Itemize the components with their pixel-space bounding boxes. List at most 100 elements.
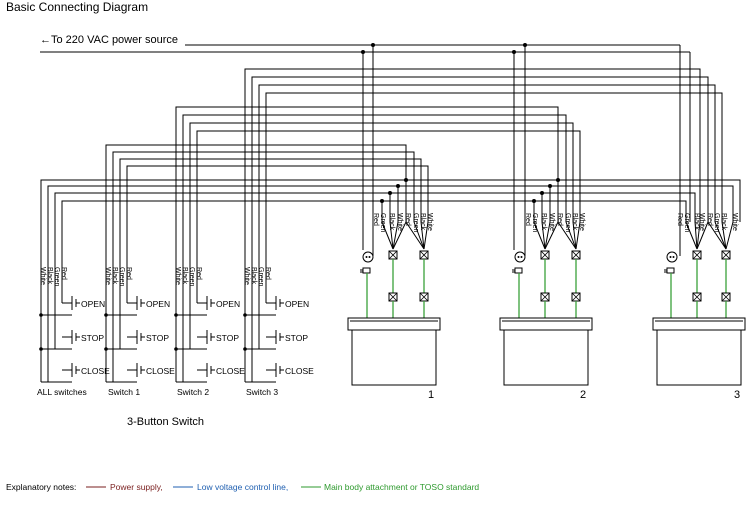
connector-wire-label: Green	[683, 213, 690, 233]
switch-label-all: ALL switches	[37, 387, 87, 397]
button-label-open: OPEN	[216, 299, 240, 309]
switch-wire-label: White	[104, 267, 111, 285]
terminal-box	[419, 250, 429, 260]
connector-wire-label: Green	[379, 213, 386, 233]
plug-socket-icon	[514, 251, 526, 263]
plug-icon	[664, 267, 675, 274]
button-label-stop: STOP	[146, 333, 169, 343]
terminal-box	[692, 292, 702, 302]
connector-wire-label: Red	[372, 213, 379, 226]
connector-wire-label: Green	[713, 213, 720, 233]
switch-wire-label: Green	[118, 267, 125, 287]
switch-wire-label: Red	[264, 267, 271, 280]
connector-wire-label: White	[426, 213, 433, 231]
wire-bundle	[40, 68, 741, 266]
switch-wire-label: White	[243, 267, 250, 285]
switch-wire-label: Red	[125, 267, 132, 280]
power-bus-lines	[40, 43, 691, 256]
connector-wire-label: Black	[388, 213, 395, 231]
diagram-title: Basic Connecting Diagram	[6, 0, 148, 14]
switch-label-1: Switch 1	[108, 387, 140, 397]
motor-unit-3	[652, 317, 746, 386]
button-label-close: CLOSE	[216, 366, 245, 376]
terminal-box	[388, 292, 398, 302]
legend-body-label: Main body attachment or TOSO standard	[324, 482, 479, 492]
connector-wire-label: Red	[706, 213, 713, 226]
legend-power-label: Power supply,	[110, 482, 163, 492]
switch-wire-label: Red	[60, 267, 67, 280]
terminal-box	[721, 250, 731, 260]
switch-wire-label: Black	[111, 267, 118, 285]
switch-wire-label: Red	[195, 267, 202, 280]
switch-label-2: Switch 2	[177, 387, 209, 397]
terminal-box	[571, 292, 581, 302]
unit-number-3: 3	[734, 389, 740, 401]
button-label-close: CLOSE	[285, 366, 314, 376]
switch-wire-label: Green	[53, 267, 60, 287]
connector-wire-label: Green	[531, 213, 538, 233]
button-label-stop: STOP	[81, 333, 104, 343]
connector-wire-label: Red	[404, 213, 411, 226]
connector-wire-label: Green	[412, 213, 419, 233]
switch-wire-label: White	[174, 267, 181, 285]
connector-wire-label: Green	[564, 213, 571, 233]
legend: Explanatory notes: Power supply, Low vol…	[6, 482, 479, 492]
connector-wire-label: Black	[571, 213, 578, 231]
switch-wire-label: Black	[181, 267, 188, 285]
connector-wire-label: Red	[556, 213, 563, 226]
button-label-stop: STOP	[285, 333, 308, 343]
unit-number-2: 2	[580, 389, 586, 401]
plug-icon	[360, 267, 371, 274]
connector-wire-label: Black	[540, 213, 547, 231]
terminal-box	[388, 250, 398, 260]
button-label-close: CLOSE	[81, 366, 110, 376]
button-label-open: OPEN	[146, 299, 170, 309]
connector-wire-label: White	[731, 213, 738, 231]
switch-wire-label: Green	[257, 267, 264, 287]
switch-label-3: Switch 3	[246, 387, 278, 397]
switch-caption: 3-Button Switch	[127, 416, 204, 428]
switch-wire-label: Black	[250, 267, 257, 285]
switch-wire-label: Black	[46, 267, 53, 285]
terminal-box	[692, 250, 702, 260]
legend-prefix: Explanatory notes:	[6, 482, 76, 492]
switch-wire-label: White	[39, 267, 46, 285]
switch-group: RedGreenBlackWhiteOPENSTOPCLOSERedGreenB…	[39, 266, 314, 383]
button-label-close: CLOSE	[146, 366, 175, 376]
connector-wire-label: Red	[524, 213, 531, 226]
switch-wire-label: Green	[188, 267, 195, 287]
connector-wire-label: White	[396, 213, 403, 231]
plug-icon	[512, 267, 523, 274]
terminal-box	[571, 250, 581, 260]
connector-wire-label: White	[698, 213, 705, 231]
connector-wire-label: Black	[419, 213, 426, 231]
motor-unit-1	[347, 317, 441, 386]
power-source-label: ←To 220 VAC power source	[40, 34, 178, 46]
button-label-open: OPEN	[81, 299, 105, 309]
unit-number-1: 1	[428, 389, 434, 401]
connector-wire-label: White	[548, 213, 555, 231]
terminal-box	[721, 292, 731, 302]
motor-unit-2	[499, 317, 593, 386]
legend-control-label: Low voltage control line,	[197, 482, 288, 492]
connector-wire-label: Black	[693, 213, 700, 231]
plug-socket-icon	[666, 251, 678, 263]
terminal-box	[540, 250, 550, 260]
button-label-open: OPEN	[285, 299, 309, 309]
plug-socket-icon	[362, 251, 374, 263]
button-label-stop: STOP	[216, 333, 239, 343]
connector-wire-label: Red	[676, 213, 683, 226]
terminal-box	[540, 292, 550, 302]
power-drops	[362, 45, 526, 256]
connector-wire-label: Black	[720, 213, 727, 231]
terminal-box	[419, 292, 429, 302]
